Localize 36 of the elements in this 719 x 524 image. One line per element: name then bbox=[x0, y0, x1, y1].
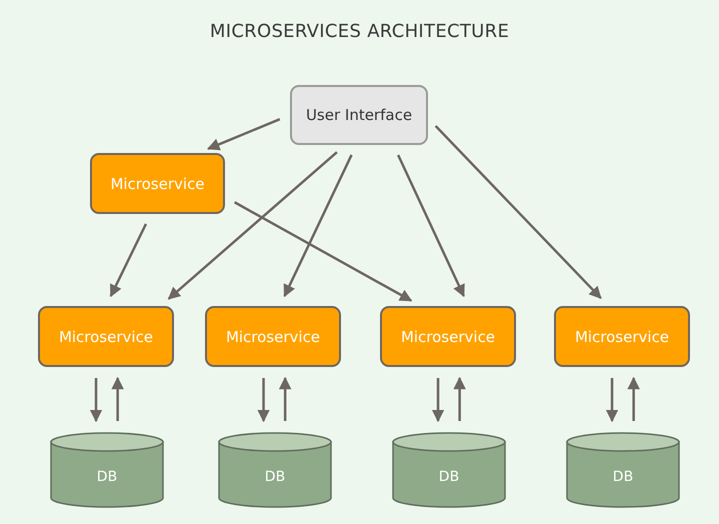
database-cylinder bbox=[566, 432, 680, 508]
box-label: User Interface bbox=[306, 106, 412, 124]
database-cylinder bbox=[392, 432, 506, 508]
service-box bbox=[554, 306, 690, 367]
arrow bbox=[110, 223, 148, 298]
arrow bbox=[111, 376, 124, 421]
arrow bbox=[627, 376, 640, 421]
service-box bbox=[380, 306, 516, 367]
database-label: DB bbox=[264, 469, 286, 485]
service-box bbox=[38, 306, 174, 367]
database-cylinder bbox=[50, 432, 164, 508]
arrow bbox=[257, 378, 270, 422]
box-label: Microservice bbox=[110, 174, 205, 192]
arrow bbox=[90, 378, 102, 422]
database-cylinder bbox=[218, 432, 332, 508]
arrow bbox=[283, 154, 353, 298]
box-label: Microservice bbox=[400, 328, 496, 346]
arrow bbox=[168, 151, 338, 300]
arrow bbox=[278, 376, 292, 421]
database-label: DB bbox=[438, 469, 460, 485]
arrow bbox=[434, 125, 602, 299]
service-box bbox=[90, 153, 225, 214]
service-box bbox=[205, 306, 341, 367]
arrow bbox=[432, 378, 444, 422]
box-label: Microservice bbox=[574, 328, 670, 346]
arrow bbox=[207, 118, 280, 150]
diagram-title: MICROSERVICES ARCHITECTURE bbox=[208, 21, 510, 42]
database-label: DB bbox=[96, 469, 118, 485]
box-label: Microservice bbox=[58, 328, 154, 346]
box-label: Microservice bbox=[226, 328, 320, 346]
arrow bbox=[234, 201, 412, 302]
database-label: DB bbox=[612, 469, 634, 485]
arrow bbox=[397, 154, 465, 298]
interface-box bbox=[290, 85, 428, 145]
arrow bbox=[606, 378, 618, 422]
arrow bbox=[453, 376, 466, 421]
